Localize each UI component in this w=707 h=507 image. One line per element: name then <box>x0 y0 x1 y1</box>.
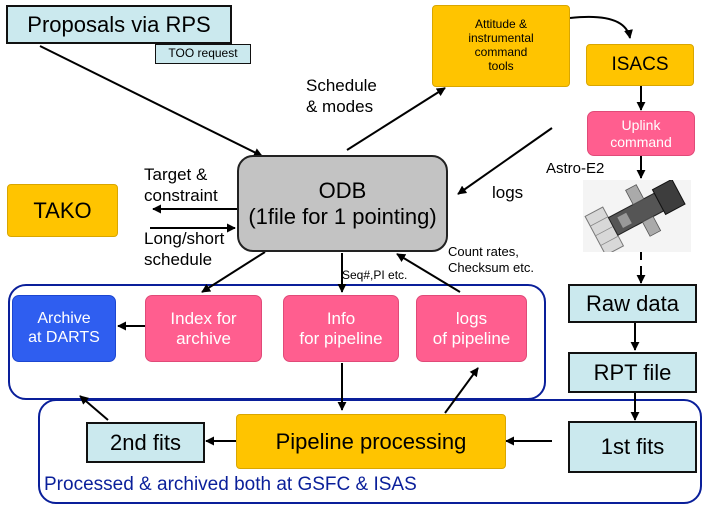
processing-region <box>38 399 702 504</box>
arrow-2ndfits-to-archive-region <box>79 395 109 421</box>
isacs-box: ISACS <box>586 44 694 86</box>
second-fits-box: 2nd fits <box>86 422 205 463</box>
archive-darts-box: Archive at DARTS <box>12 295 116 362</box>
attitude-tools-box: Attitude & instrumental command tools <box>432 5 570 87</box>
rpt-file-box: RPT file <box>568 352 697 393</box>
arrow-rps-to-odb <box>39 45 263 157</box>
arrow-pipeline-to-logs <box>444 367 479 414</box>
index-for-archive-box: Index for archive <box>145 295 262 362</box>
processed-archived-label: Processed & archived both at GSFC & ISAS <box>44 474 417 495</box>
logs-label: logs <box>492 183 524 202</box>
first-fits-box: 1st fits <box>568 421 697 473</box>
proposals-box: Proposals via RPS <box>6 5 232 44</box>
seq-pi-label: Seq#,PI etc. <box>342 268 408 282</box>
count-rates-label: Count rates, Checksum etc. <box>448 244 534 275</box>
long-short-schedule-label: Long/short schedule <box>144 229 225 269</box>
arrow-logs-pipeline-to-odb <box>396 253 461 293</box>
logs-of-pipeline-box: logs of pipeline <box>416 295 527 362</box>
arrow-odb-to-index <box>201 251 266 293</box>
odb-box: ODB (1file for 1 pointing) <box>237 155 448 252</box>
info-for-pipeline-box: Info for pipeline <box>283 295 399 362</box>
raw-data-box: Raw data <box>568 284 697 323</box>
satellite-image <box>583 180 691 252</box>
astro-e2-label: Astro-E2 <box>546 160 605 177</box>
tako-box: TAKO <box>7 184 118 237</box>
arrow-odb-to-attitude <box>346 87 446 151</box>
schedule-modes-label: Schedule & modes <box>306 76 377 116</box>
target-constraint-label: Target & constraint <box>144 165 218 205</box>
pipeline-processing-box: Pipeline processing <box>236 414 506 469</box>
arrow-logs-to-odb <box>457 127 553 195</box>
uplink-command-box: Uplink command <box>587 111 695 156</box>
arrow-attitude-to-isacs <box>569 15 633 39</box>
too-request-badge: TOO request <box>155 44 251 64</box>
